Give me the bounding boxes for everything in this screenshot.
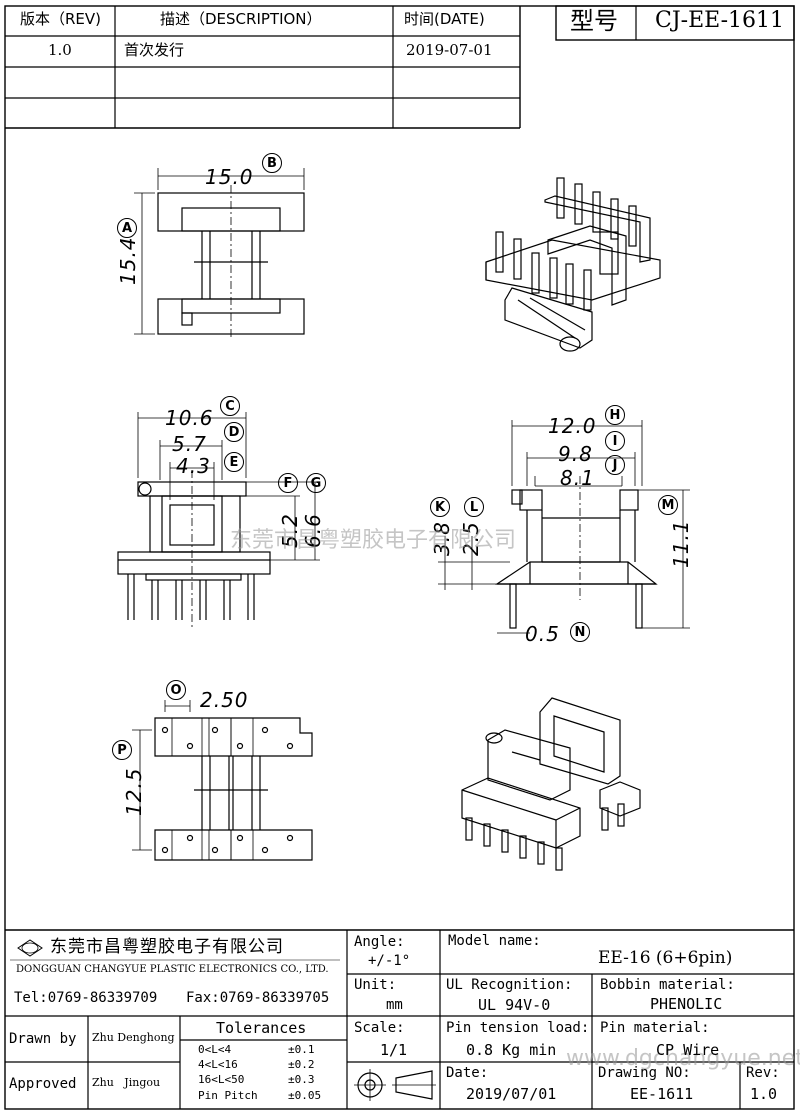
rev-column-header: 版本（REV): [20, 10, 102, 28]
pin-tension-value: 0.8 Kg min: [466, 1041, 557, 1059]
unit-value: mm: [386, 997, 403, 1013]
rev-cell: 1.0: [48, 41, 72, 59]
model-name-value: EE-16 (6+6pin): [598, 948, 733, 968]
dim-a-value: 15.4: [116, 236, 140, 285]
front-view: [117, 412, 320, 630]
model-box-lines: [555, 5, 795, 41]
drawing-no-label: Drawing NO:: [598, 1065, 691, 1081]
pin-tension-label: Pin tension load:: [446, 1020, 590, 1036]
dim-g-marker: G: [306, 473, 326, 493]
scale-value: 1/1: [380, 1041, 408, 1059]
dim-h-marker: H: [605, 405, 625, 425]
company-fax: Fax:0769-86339705: [186, 990, 330, 1006]
description-column-header: 描述（DESCRIPTION）: [160, 10, 322, 28]
tolerance-value: ±0.1: [288, 1043, 315, 1056]
dim-p-marker: P: [112, 740, 132, 760]
date-label: Date:: [446, 1065, 489, 1081]
dim-m-marker: M: [658, 495, 678, 515]
top-view: [134, 168, 305, 340]
dim-d-marker: D: [224, 422, 244, 442]
bobbin-material-value: PHENOLIC: [650, 995, 723, 1013]
pin-material-label: Pin material:: [600, 1020, 710, 1036]
drawn-by-value: Zhu Denghong: [92, 1031, 175, 1044]
dim-c-value: 10.6: [165, 406, 214, 430]
tolerance-range: 4<L<16: [198, 1058, 238, 1071]
tolerance-value: ±0.3: [288, 1073, 315, 1086]
dim-o-value: 2.50: [200, 688, 249, 712]
company-tel: Tel:0769-86339709: [14, 990, 158, 1006]
date-column-header: 时间(DATE): [404, 10, 485, 28]
rev-value: 1.0: [750, 1085, 778, 1103]
sheet-border: [4, 5, 795, 1110]
dim-e-marker: E: [224, 452, 244, 472]
tolerance-value: ±0.05: [288, 1089, 322, 1102]
iso-view-1: [485, 177, 661, 352]
title-block-lines: [5, 929, 794, 1109]
model-number: CJ-EE-1611: [655, 8, 785, 33]
tolerance-range: 16<L<50: [198, 1073, 245, 1086]
date-cell: 2019-07-01: [406, 41, 493, 59]
dim-j-value: 8.1: [560, 466, 595, 490]
tolerances-title: Tolerances: [216, 1019, 307, 1037]
date-value: 2019/07/01: [466, 1085, 557, 1103]
angle-value: +/-1°: [368, 953, 411, 969]
dim-b-marker: B: [262, 153, 282, 173]
ul-value: UL 94V-0: [478, 996, 551, 1014]
approved-value: Zhu Jingou: [92, 1076, 161, 1089]
dim-i-value: 9.8: [558, 442, 593, 466]
tolerance-range: 0<L<4: [198, 1043, 232, 1056]
watermark-url: www.dgchangyue.net: [566, 1046, 800, 1071]
dim-e-value: 4.3: [176, 454, 211, 478]
description-cell: 首次发行: [124, 41, 185, 59]
dim-h-value: 12.0: [548, 414, 597, 438]
drawn-by-label: Drawn by: [9, 1031, 77, 1047]
dim-a-marker: A: [117, 218, 137, 238]
dim-c-marker: C: [220, 396, 240, 416]
rev-label: Rev:: [746, 1065, 780, 1081]
dim-d-value: 5.7: [172, 432, 207, 456]
tolerance-value: ±0.2: [288, 1058, 315, 1071]
company-name-en: DONGGUAN CHANGYUE PLASTIC ELECTRONICS CO…: [16, 964, 329, 975]
model-name-label: Model name:: [448, 933, 541, 949]
company-name-cn: 东莞市昌粤塑胶电子有限公司: [50, 937, 284, 957]
dim-i-marker: I: [605, 431, 625, 451]
ul-label: UL Recognition:: [446, 977, 573, 993]
dim-j-marker: J: [605, 455, 625, 475]
approved-label: Approved: [9, 1076, 77, 1092]
scale-label: Scale:: [354, 1020, 405, 1036]
dim-n-marker: N: [570, 622, 590, 642]
tolerance-range: Pin Pitch: [198, 1089, 258, 1102]
dim-m-value: 11.1: [669, 519, 693, 568]
dim-f-marker: F: [278, 473, 298, 493]
revision-table-lines: [5, 6, 521, 129]
unit-label: Unit:: [354, 977, 397, 993]
side-view: [438, 420, 690, 634]
dim-b-value: 15.0: [205, 165, 254, 189]
dim-k-marker: K: [430, 497, 450, 517]
bobbin-material-label: Bobbin material:: [600, 977, 735, 993]
iso-view-2: [461, 697, 641, 871]
watermark-company: 东莞市昌粤塑胶电子有限公司: [230, 528, 517, 553]
dim-l-marker: L: [464, 497, 484, 517]
pin-material-value: CP Wire: [656, 1041, 720, 1059]
dim-p-value: 12.5: [122, 767, 146, 816]
drawing-no-value: EE-1611: [630, 1085, 694, 1103]
pcb-view: [132, 700, 313, 861]
model-label: 型号: [570, 7, 618, 35]
dim-n-value: 0.5: [525, 622, 560, 646]
dim-o-marker: O: [166, 680, 186, 700]
angle-label: Angle:: [354, 934, 405, 950]
